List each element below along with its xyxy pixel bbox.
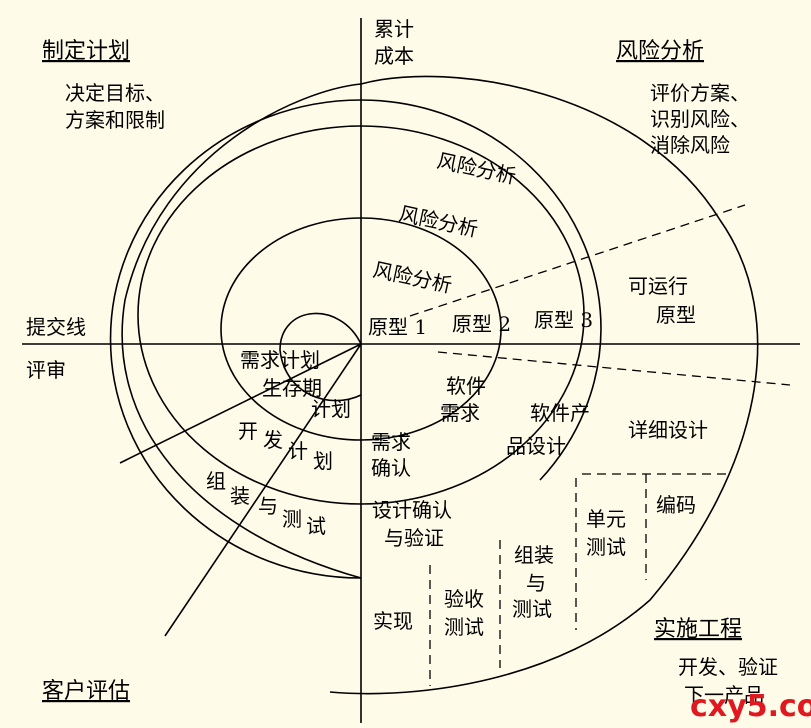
- unit-test-line1: 单元: [586, 507, 626, 531]
- integ-plan-char-2: 装: [230, 484, 250, 508]
- integ-plan-char-5: 试: [306, 514, 326, 538]
- integ-plan-char-3: 与: [258, 494, 278, 518]
- detailed-design: 详细设计: [628, 418, 708, 442]
- prototype-2: 原型 2: [452, 312, 511, 336]
- risk-analysis-inner: 风险分析: [371, 257, 454, 297]
- product-design-line1: 软件产: [530, 401, 590, 425]
- code: 编码: [656, 493, 696, 517]
- dev-plan-char-4: 划: [313, 449, 333, 473]
- product-design-line2: 品设计: [506, 434, 566, 458]
- integration-test-line3: 测试: [512, 597, 552, 621]
- lifecycle-plan-line2: 计划: [311, 397, 351, 421]
- axis-cost-line2: 成本: [374, 44, 414, 68]
- risk-desc-line1: 评价方案、: [650, 81, 750, 105]
- quadrant-title-engineering: 实施工程: [654, 617, 742, 642]
- design-validation-line1: 设计确认: [372, 498, 452, 522]
- prototype-3: 原型 3: [534, 308, 593, 332]
- requirements-plan: 需求计划: [240, 348, 320, 372]
- spiral-outer-left: [121, 83, 362, 579]
- risk-analysis-middle: 风险分析: [397, 201, 480, 241]
- acceptance-test-line2: 测试: [444, 615, 484, 639]
- spiral-ring-3-left: [109, 99, 362, 579]
- spiral-outer-arc: [329, 75, 759, 695]
- quadrant-title-evaluation: 客户评估: [42, 679, 130, 704]
- design-validation-line2: 与验证: [384, 526, 444, 550]
- lifecycle-plan-line1: 生存期: [262, 376, 322, 400]
- prototype-1: 原型 1: [368, 315, 427, 339]
- quadrant-title-risk: 风险分析: [616, 39, 704, 64]
- risk-desc-line3: 消除风险: [650, 133, 730, 157]
- engineering-desc-line2: 下一产品: [684, 683, 764, 707]
- dev-plan-char-3: 计: [288, 439, 308, 463]
- acceptance-test-line1: 验收: [444, 587, 484, 611]
- spiral-core: [279, 312, 362, 402]
- dev-plan-char-1: 开: [238, 419, 258, 443]
- integration-test-line2: 与: [526, 571, 546, 595]
- spiral-ring-1: [220, 217, 502, 441]
- requirements-validation-line1: 需求: [371, 430, 411, 454]
- unit-test-line2: 测试: [586, 535, 626, 559]
- implementation: 实现: [373, 609, 413, 633]
- runnable-prototype-line2: 原型: [656, 303, 696, 327]
- spiral-ring-2: [137, 125, 585, 505]
- integ-plan-char-4: 测: [282, 507, 302, 531]
- software-requirements-line2: 需求: [440, 401, 480, 425]
- planning-desc-line1: 决定目标、: [65, 81, 165, 105]
- spiral-ring-3-right: [360, 99, 602, 481]
- integration-test-line1: 组装: [514, 543, 554, 567]
- engineering-desc-line1: 开发、验证: [678, 655, 778, 679]
- risk-analysis-outer: 风险分析: [435, 148, 518, 188]
- software-requirements-line1: 软件: [446, 374, 486, 398]
- evaluation-line-2: [164, 343, 362, 637]
- dev-plan-char-2: 发: [263, 428, 283, 452]
- requirements-validation-line2: 确认: [371, 456, 411, 480]
- quadrant-title-planning: 制定计划: [42, 39, 130, 64]
- integ-plan-char-1: 组: [206, 469, 226, 493]
- evaluation-line-1: [119, 343, 362, 464]
- engineering-dash-line: [437, 351, 791, 386]
- runnable-prototype-line1: 可运行: [628, 274, 688, 298]
- commit-line-label: 提交线: [26, 315, 86, 339]
- planning-desc-line2: 方案和限制: [65, 108, 165, 132]
- risk-desc-line2: 识别风险、: [650, 107, 750, 131]
- watermark: cxy5.com: [690, 689, 811, 723]
- axis-cost-line1: 累计: [374, 17, 414, 41]
- review-label: 评审: [26, 358, 66, 382]
